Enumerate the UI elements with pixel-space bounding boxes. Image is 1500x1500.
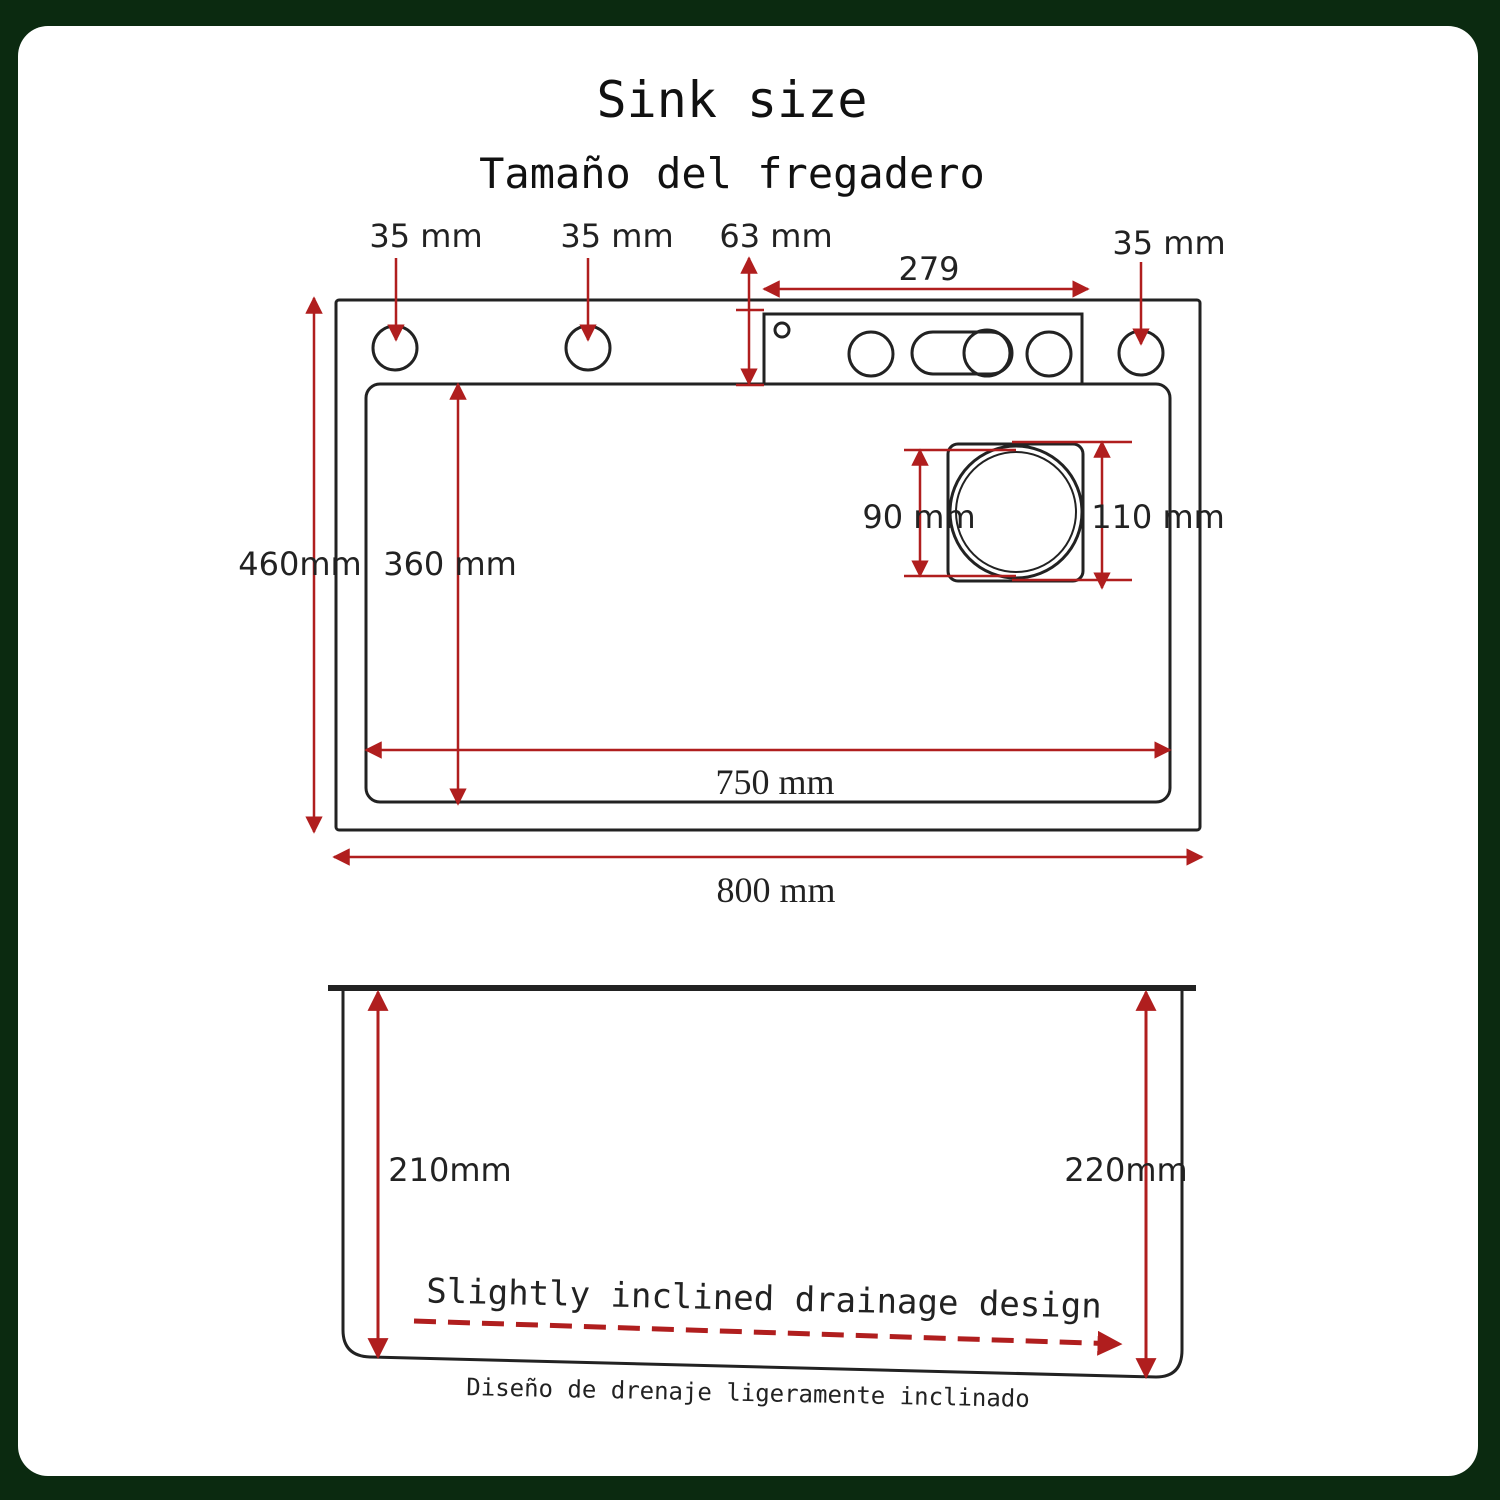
panel-slot (910, 330, 1014, 376)
label-depth-left: 210mm (388, 1151, 511, 1189)
label-basin-width: 750 mm (715, 762, 834, 802)
panel-knob-1 (847, 330, 895, 378)
title-es: Tamaño del fregadero (479, 149, 985, 198)
side-view (328, 985, 1196, 1379)
panel-knob-2 (1025, 330, 1073, 378)
side-dimensions (367, 989, 1157, 1380)
label-outer-height: 460mm (238, 545, 361, 583)
top-labels: 35 mm 35 mm 63 mm 279 35 mm 460mm 360 mm… (238, 217, 1225, 910)
note-en: Slightly inclined drainage design (426, 1271, 1102, 1326)
panel-small-hole (773, 321, 791, 339)
label-hole-2: 35 mm (560, 217, 673, 255)
drain-inner-ring (955, 451, 1077, 573)
control-panel (762, 312, 1084, 386)
label-drain-inner: 90 mm (862, 498, 975, 536)
label-hole-1: 35 mm (369, 217, 482, 255)
note-es: Diseño de drenaje ligeramente inclinado (466, 1373, 1030, 1413)
label-basin-depth: 360 mm (383, 545, 517, 583)
label-outer-width: 800 mm (716, 870, 835, 910)
drain-outer-ring (948, 444, 1084, 580)
title-en: Sink size (597, 71, 868, 129)
label-panel-gap: 63 mm (719, 217, 832, 255)
basin-outline (364, 382, 1172, 804)
label-hole-4: 35 mm (1112, 224, 1225, 262)
label-depth-right: 220mm (1064, 1151, 1187, 1189)
top-view (334, 298, 1202, 832)
drainage-slope-arrow (413, 1318, 1123, 1356)
label-drain-outer: 110 mm (1091, 498, 1225, 536)
basin-profile (341, 990, 1184, 1379)
panel-slot-circle (962, 328, 1012, 378)
sink-outer-outline (334, 298, 1202, 832)
top-dimensions (305, 256, 1204, 866)
label-panel-width: 279 (898, 250, 959, 288)
